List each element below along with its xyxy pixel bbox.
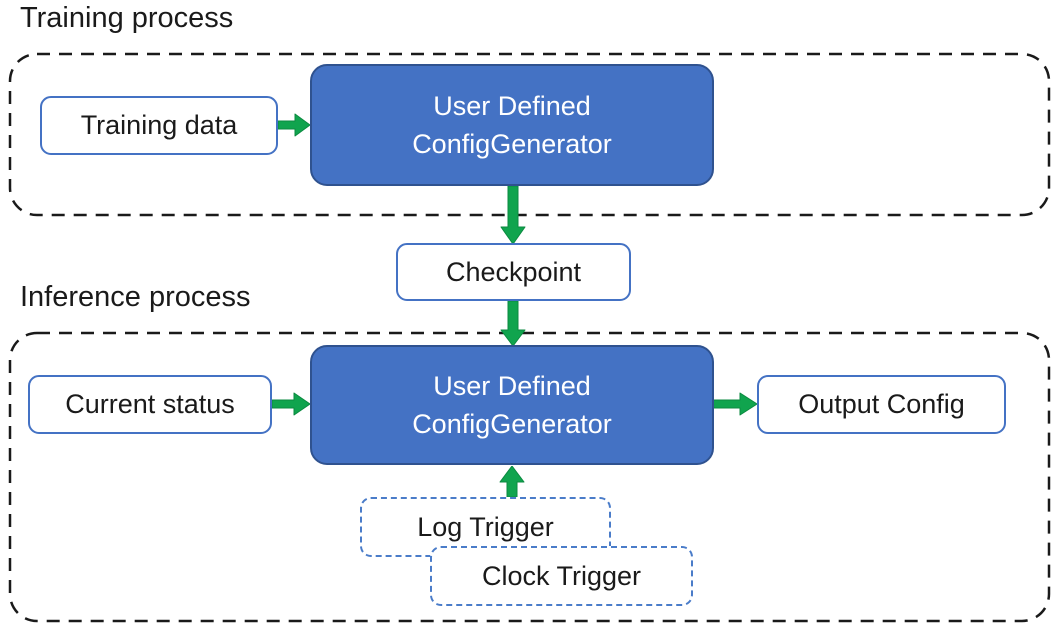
training-generator-line1: User Defined [433,90,591,121]
inference-container-border [8,331,1051,623]
inference-section-label: Inference process [20,281,251,313]
training-data-label: Training data [80,110,238,140]
training-config-generator-box: User Defined ConfigGenerator [310,64,714,186]
checkpoint-label: Checkpoint [445,256,582,287]
inference-generator-line1: User Defined [433,370,591,401]
arrow-current-status-to-generator [272,392,310,416]
training-generator-line2: ConfigGenerator [412,129,612,159]
clock-trigger-box: Clock Trigger [430,546,693,606]
log-trigger-label: Log Trigger [417,511,554,542]
arrow-generator-to-checkpoint [500,186,526,244]
inference-config-generator-box: User Defined ConfigGenerator [310,345,714,465]
training-section-label: Training process [20,2,234,34]
current-status-box: Current status [28,375,272,434]
right-arrow-icon [278,113,310,137]
clock-trigger-label: Clock Trigger [481,560,642,591]
arrow-generator-to-output-config [713,392,757,416]
training-process-container [8,52,1051,217]
inference-generator-line2: ConfigGenerator [412,409,612,439]
output-config-label: Output Config [798,389,965,419]
right-arrow-icon [713,392,757,416]
current-status-label: Current status [65,389,235,419]
output-config-box: Output Config [757,375,1006,434]
checkpoint-box: Checkpoint [396,243,631,301]
up-arrow-icon [499,466,525,497]
training-data-box: Training data [40,96,278,155]
down-arrow-icon [500,186,526,244]
right-arrow-icon [272,392,310,416]
arrow-triggers-to-generator [499,466,525,497]
inference-process-container [8,331,1051,623]
down-arrow-icon [500,301,526,346]
training-container-border [8,52,1051,217]
arrow-checkpoint-to-inference-generator [500,301,526,346]
arrow-training-data-to-generator [278,113,310,137]
